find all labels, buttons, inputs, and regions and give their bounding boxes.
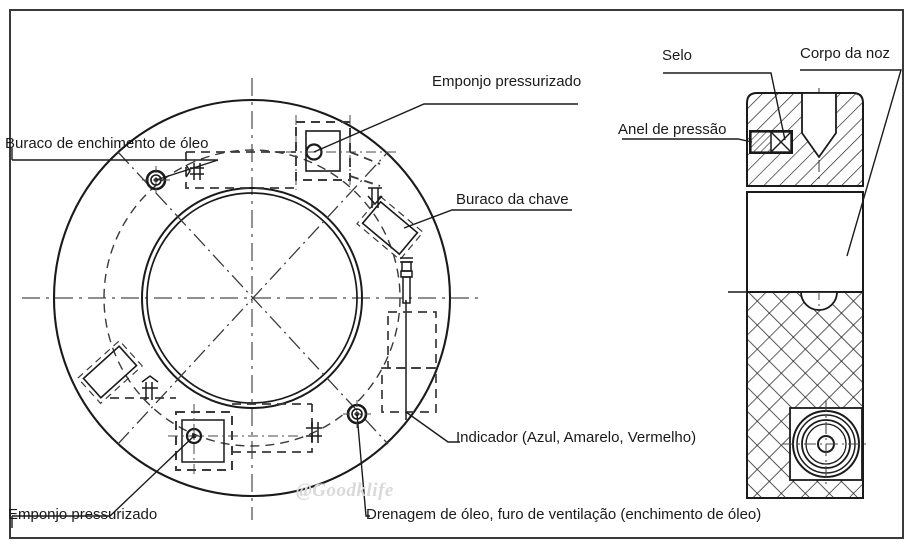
leader-lines-section: [622, 69, 902, 257]
label-indicator: Indicador (Azul, Amarelo, Vermelho): [456, 429, 697, 446]
inner-bore-circle-inner: [146, 192, 358, 404]
label-pressure-ring: Anel de pressão: [618, 121, 727, 138]
inner-bore-circle-outer: [141, 187, 363, 409]
nut-body-middle-block: [746, 191, 864, 293]
valve-symbol-top: [185, 163, 204, 180]
hidden-channel-top: [185, 151, 381, 189]
valve-symbol-bottom-left: [141, 375, 159, 400]
watermark: @Goodklife: [296, 480, 394, 501]
front-circular-view: [11, 78, 578, 528]
label-pressurized-plug-bottom: Emponjo pressurizado: [8, 506, 158, 523]
bolt-circle-hidden: [103, 149, 401, 447]
construction-diagonals: [117, 151, 389, 445]
label-pressurized-plug-top: Emponjo pressurizado: [432, 73, 582, 90]
leader-lines-front: [11, 103, 578, 528]
nut-body-lower-block: [746, 291, 870, 499]
pressure-ring-cross-symbol: [770, 131, 792, 153]
label-nut-body: Corpo da noz: [800, 45, 891, 62]
nut-body-upper-block: [746, 92, 864, 187]
page-border: [9, 9, 904, 539]
hidden-channel-bottom: [110, 397, 313, 453]
label-seal: Selo: [662, 47, 693, 64]
pressurized-plug-top-detail: [286, 115, 398, 190]
outer-ring-circle: [52, 98, 452, 498]
cross-section-view: [622, 69, 902, 499]
key-hole-detail: [356, 195, 424, 261]
label-oil-fill-hole: Buraco de enchimento de óleo: [5, 135, 209, 152]
angled-slot-lower-left: [76, 339, 144, 405]
valve-symbol-bottom-right: [306, 422, 322, 443]
label-oil-drain-vent: Drenagem de óleo, furo de ventilação (en…: [366, 506, 762, 523]
drain-symbol-upper-right: [367, 187, 383, 208]
indicator-detail: [381, 257, 437, 420]
label-key-hole: Buraco da chave: [456, 191, 569, 208]
